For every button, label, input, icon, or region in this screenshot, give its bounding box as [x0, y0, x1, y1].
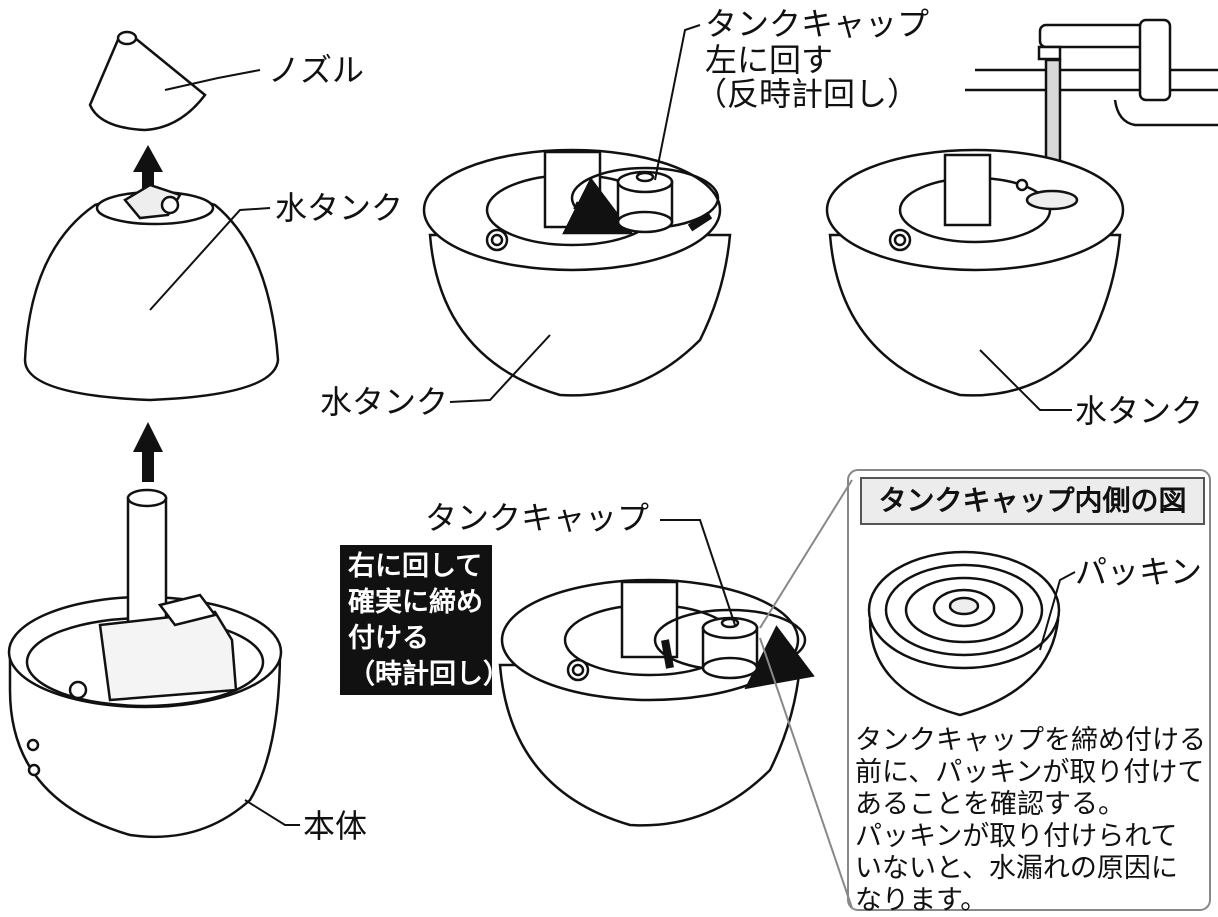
- step-top-mid-line1: 左に回す: [705, 41, 834, 79]
- water-tank-right: [825, 148, 1125, 397]
- packing-label: パッキン: [1075, 553, 1203, 591]
- tank-cap-top-label: タンクキャップ: [705, 5, 930, 43]
- water-tank-bottom-mid: [498, 578, 802, 827]
- tighten-line3: 付ける: [348, 623, 429, 654]
- inset-title: タンクキャップ内側の図: [860, 477, 1205, 525]
- main-body-label: 本体: [303, 807, 368, 845]
- tank-cap-bottom-label: タンクキャップ: [425, 499, 650, 537]
- up-arrow-bottom: [133, 422, 163, 482]
- main-body: [7, 488, 283, 839]
- note-line-5: いないと、水漏れの原因に: [855, 853, 1178, 884]
- water-tank-mid-label: 水タンク: [320, 383, 449, 421]
- note-line-4: パッキンが取り付けられて: [855, 821, 1178, 852]
- tank-cap-top: [616, 170, 674, 234]
- note-line-6: なります。: [855, 885, 988, 916]
- nozzle-part: [88, 30, 207, 132]
- nozzle-label: ノズル: [268, 51, 365, 89]
- note-line-3: あることを確認する。: [855, 789, 1125, 820]
- leader-lines: [149, 24, 1076, 826]
- water-tank-right-label: 水タンク: [1075, 392, 1204, 430]
- tighten-line2: 確実に締め: [348, 587, 483, 618]
- inset-note: タンクキャップを締め付ける 前に、パッキンが取り付けて あることを確認する。 パ…: [855, 725, 1210, 917]
- tighten-instruction-box: 右に回して 確実に締め 付ける （時計回し）: [340, 545, 510, 695]
- tank-cap-bottom: [701, 616, 759, 680]
- tighten-line1: 右に回して: [348, 551, 483, 582]
- water-tank-left-label: 水タンク: [275, 189, 404, 227]
- water-tank-left: [23, 183, 280, 402]
- cap-inside-view: [867, 550, 1061, 717]
- faucet: [965, 18, 1218, 207]
- note-line-1: タンクキャップを締め付ける: [855, 725, 1206, 756]
- tighten-line4: （時計回し）: [348, 659, 510, 690]
- step-top-mid-line2: （反時計回し）: [695, 75, 920, 113]
- note-line-2: 前に、パッキンが取り付けて: [855, 757, 1205, 788]
